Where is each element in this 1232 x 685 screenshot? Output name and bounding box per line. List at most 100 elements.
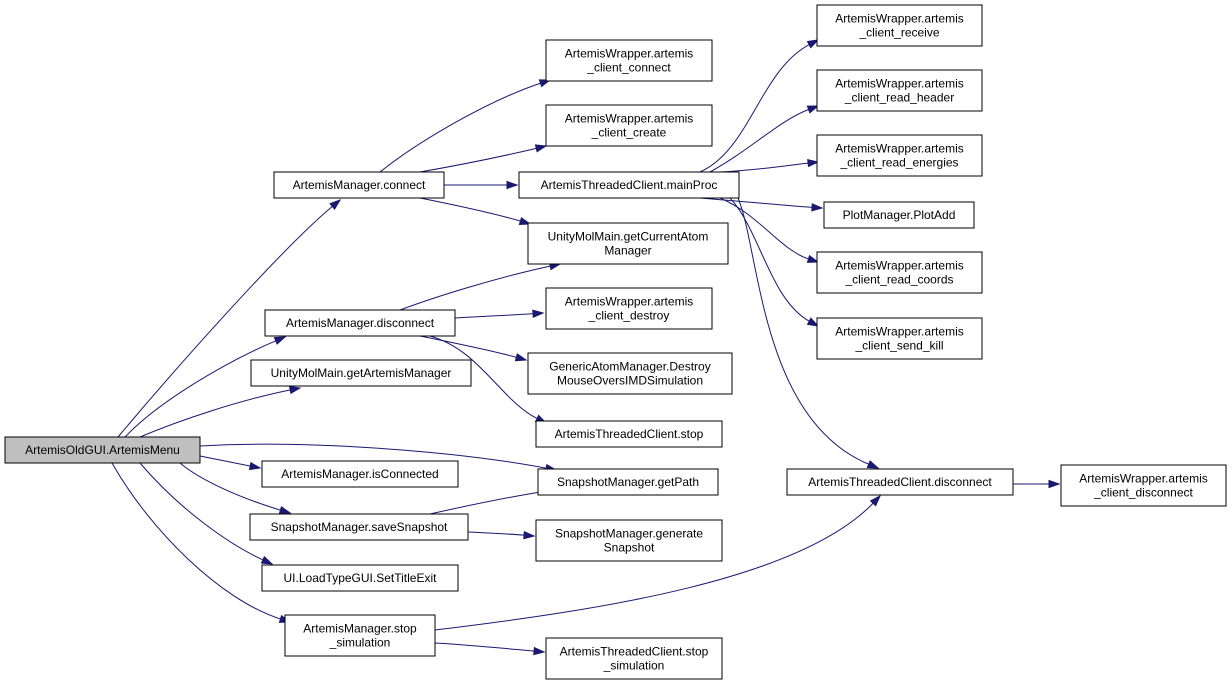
edges-layer [111, 39, 1061, 656]
arrowhead-icon [807, 158, 820, 168]
node-box [527, 222, 729, 265]
node-box [816, 69, 983, 112]
edge-line [434, 642, 536, 652]
edge-stopSim-to-atcDisconnect [434, 494, 882, 631]
node-box [4, 436, 201, 464]
arrowhead-icon [506, 180, 519, 190]
node-label: _client_read_coords [844, 273, 953, 287]
node-getPath[interactable]: SnapshotManager.getPath [537, 468, 719, 496]
arrowhead-icon [869, 494, 882, 507]
node-box [264, 309, 456, 337]
node-isConn[interactable]: ArtemisManager.isConnected [261, 460, 459, 488]
node-label: Manager [604, 244, 651, 258]
node-stopSim[interactable]: ArtemisManager.stop_simulation [284, 614, 436, 657]
node-label: ArtemisManager.stop [303, 622, 417, 636]
arrowhead-icon [288, 385, 302, 395]
edge-line [699, 197, 814, 208]
edge-line [467, 531, 526, 536]
node-label: _client_connect [586, 61, 671, 75]
node-box [823, 201, 975, 229]
edge-line [379, 82, 542, 173]
edge-menu-to-isConn [199, 455, 262, 471]
node-getAM[interactable]: UnityMolMain.getArtemisManager [250, 359, 472, 387]
node-box [249, 513, 469, 541]
node-cCreate[interactable]: ArtemisWrapper.artemis_client_create [545, 104, 713, 147]
arrowhead-icon [518, 216, 532, 226]
edge-mainProc-to-plotAdd [699, 197, 824, 212]
edge-line [399, 265, 552, 311]
edge-line [737, 197, 870, 466]
node-atcStop[interactable]: ArtemisThreadedClient.stop [535, 420, 723, 448]
edge-connect-to-getCur [419, 197, 532, 226]
node-box [545, 104, 713, 147]
arrowhead-icon [538, 79, 552, 88]
node-destroyMO[interactable]: GenericAtomManager.DestroyMouseOversIMDS… [527, 352, 733, 395]
edge-disconnect-to-cDestroy [454, 309, 545, 319]
node-box [261, 564, 459, 592]
arrowhead-icon [260, 555, 274, 565]
node-atcDisconnect[interactable]: ArtemisThreadedClient.disconnect [786, 468, 1014, 496]
edge-line [199, 443, 548, 469]
node-label: SnapshotManager.getPath [557, 475, 699, 489]
arrowhead-icon [806, 39, 820, 49]
node-box [545, 637, 723, 680]
node-cDestroy[interactable]: ArtemisWrapper.artemis_client_destroy [545, 287, 713, 330]
node-cSendKill[interactable]: ArtemisWrapper.artemis_client_send_kill [816, 317, 983, 360]
node-label: ArtemisWrapper.artemis [565, 112, 693, 126]
node-cReadEnergies[interactable]: ArtemisWrapper.artemis_client_read_energ… [816, 134, 983, 177]
node-box [816, 317, 983, 360]
edge-connect-to-cConnect [379, 79, 552, 173]
edge-connect-to-mainProc [443, 180, 519, 190]
node-cConnect[interactable]: ArtemisWrapper.artemis_client_connect [545, 39, 713, 82]
node-cReadHeader[interactable]: ArtemisWrapper.artemis_client_read_heade… [816, 69, 983, 112]
arrowhead-icon [329, 199, 342, 210]
node-label: _client_send_kill [854, 339, 943, 353]
arrowhead-icon [273, 336, 287, 345]
edge-line [699, 43, 811, 173]
node-mainProc[interactable]: ArtemisThreadedClient.mainProc [518, 171, 740, 199]
edge-line [139, 389, 292, 438]
node-box [1060, 464, 1227, 507]
edge-menu-to-setTitle [139, 462, 274, 565]
arrowhead-icon [248, 461, 262, 471]
edge-line [419, 147, 538, 173]
node-cReceive[interactable]: ArtemisWrapper.artemis_client_receive [816, 4, 983, 47]
nodes-layer: ArtemisOldGUI.ArtemisMenuArtemisManager.… [4, 4, 1227, 680]
arrowhead-icon [806, 105, 820, 114]
edge-line [709, 108, 810, 173]
node-label: PlotManager.PlotAdd [843, 208, 956, 222]
node-label: ArtemisWrapper.artemis [565, 47, 693, 61]
node-setTitle[interactable]: UI.LoadTypeGUI.SetTitleExit [261, 564, 459, 592]
node-box [535, 420, 723, 448]
node-cReadCoords[interactable]: ArtemisWrapper.artemis_client_read_coord… [816, 251, 983, 294]
edge-line [719, 197, 810, 260]
edge-line [729, 197, 811, 323]
edge-mainProc-to-cReceive [699, 39, 820, 173]
node-box [250, 359, 472, 387]
node-connect[interactable]: ArtemisManager.connect [273, 171, 445, 199]
arrowhead-icon [866, 460, 880, 469]
node-label: ArtemisWrapper.artemis [835, 325, 963, 339]
arrowhead-icon [1048, 479, 1061, 489]
node-label: UnityMolMain.getArtemisManager [271, 366, 452, 380]
node-label: MouseOversIMDSimulation [557, 374, 703, 388]
node-saveSnap[interactable]: SnapshotManager.saveSnapshot [249, 513, 469, 541]
edge-line [179, 462, 282, 511]
edge-mainProc-to-cSendKill [729, 197, 820, 327]
node-plotAdd[interactable]: PlotManager.PlotAdd [823, 201, 975, 229]
node-menu[interactable]: ArtemisOldGUI.ArtemisMenu [4, 436, 201, 464]
node-cDisconnect[interactable]: ArtemisWrapper.artemis_client_disconnect [1060, 464, 1227, 507]
node-box [816, 251, 983, 294]
edge-line [429, 335, 539, 420]
node-label: ArtemisManager.disconnect [286, 316, 435, 330]
node-label: ArtemisWrapper.artemis [835, 142, 963, 156]
node-label: _client_read_energies [839, 156, 958, 170]
node-atcStopSim[interactable]: ArtemisThreadedClient.stop_simulation [545, 637, 723, 680]
edge-line [117, 205, 334, 438]
node-box [518, 171, 740, 199]
node-disconnect[interactable]: ArtemisManager.disconnect [264, 309, 456, 337]
edge-line [454, 313, 535, 319]
edge-mainProc-to-cReadHeader [709, 105, 820, 173]
